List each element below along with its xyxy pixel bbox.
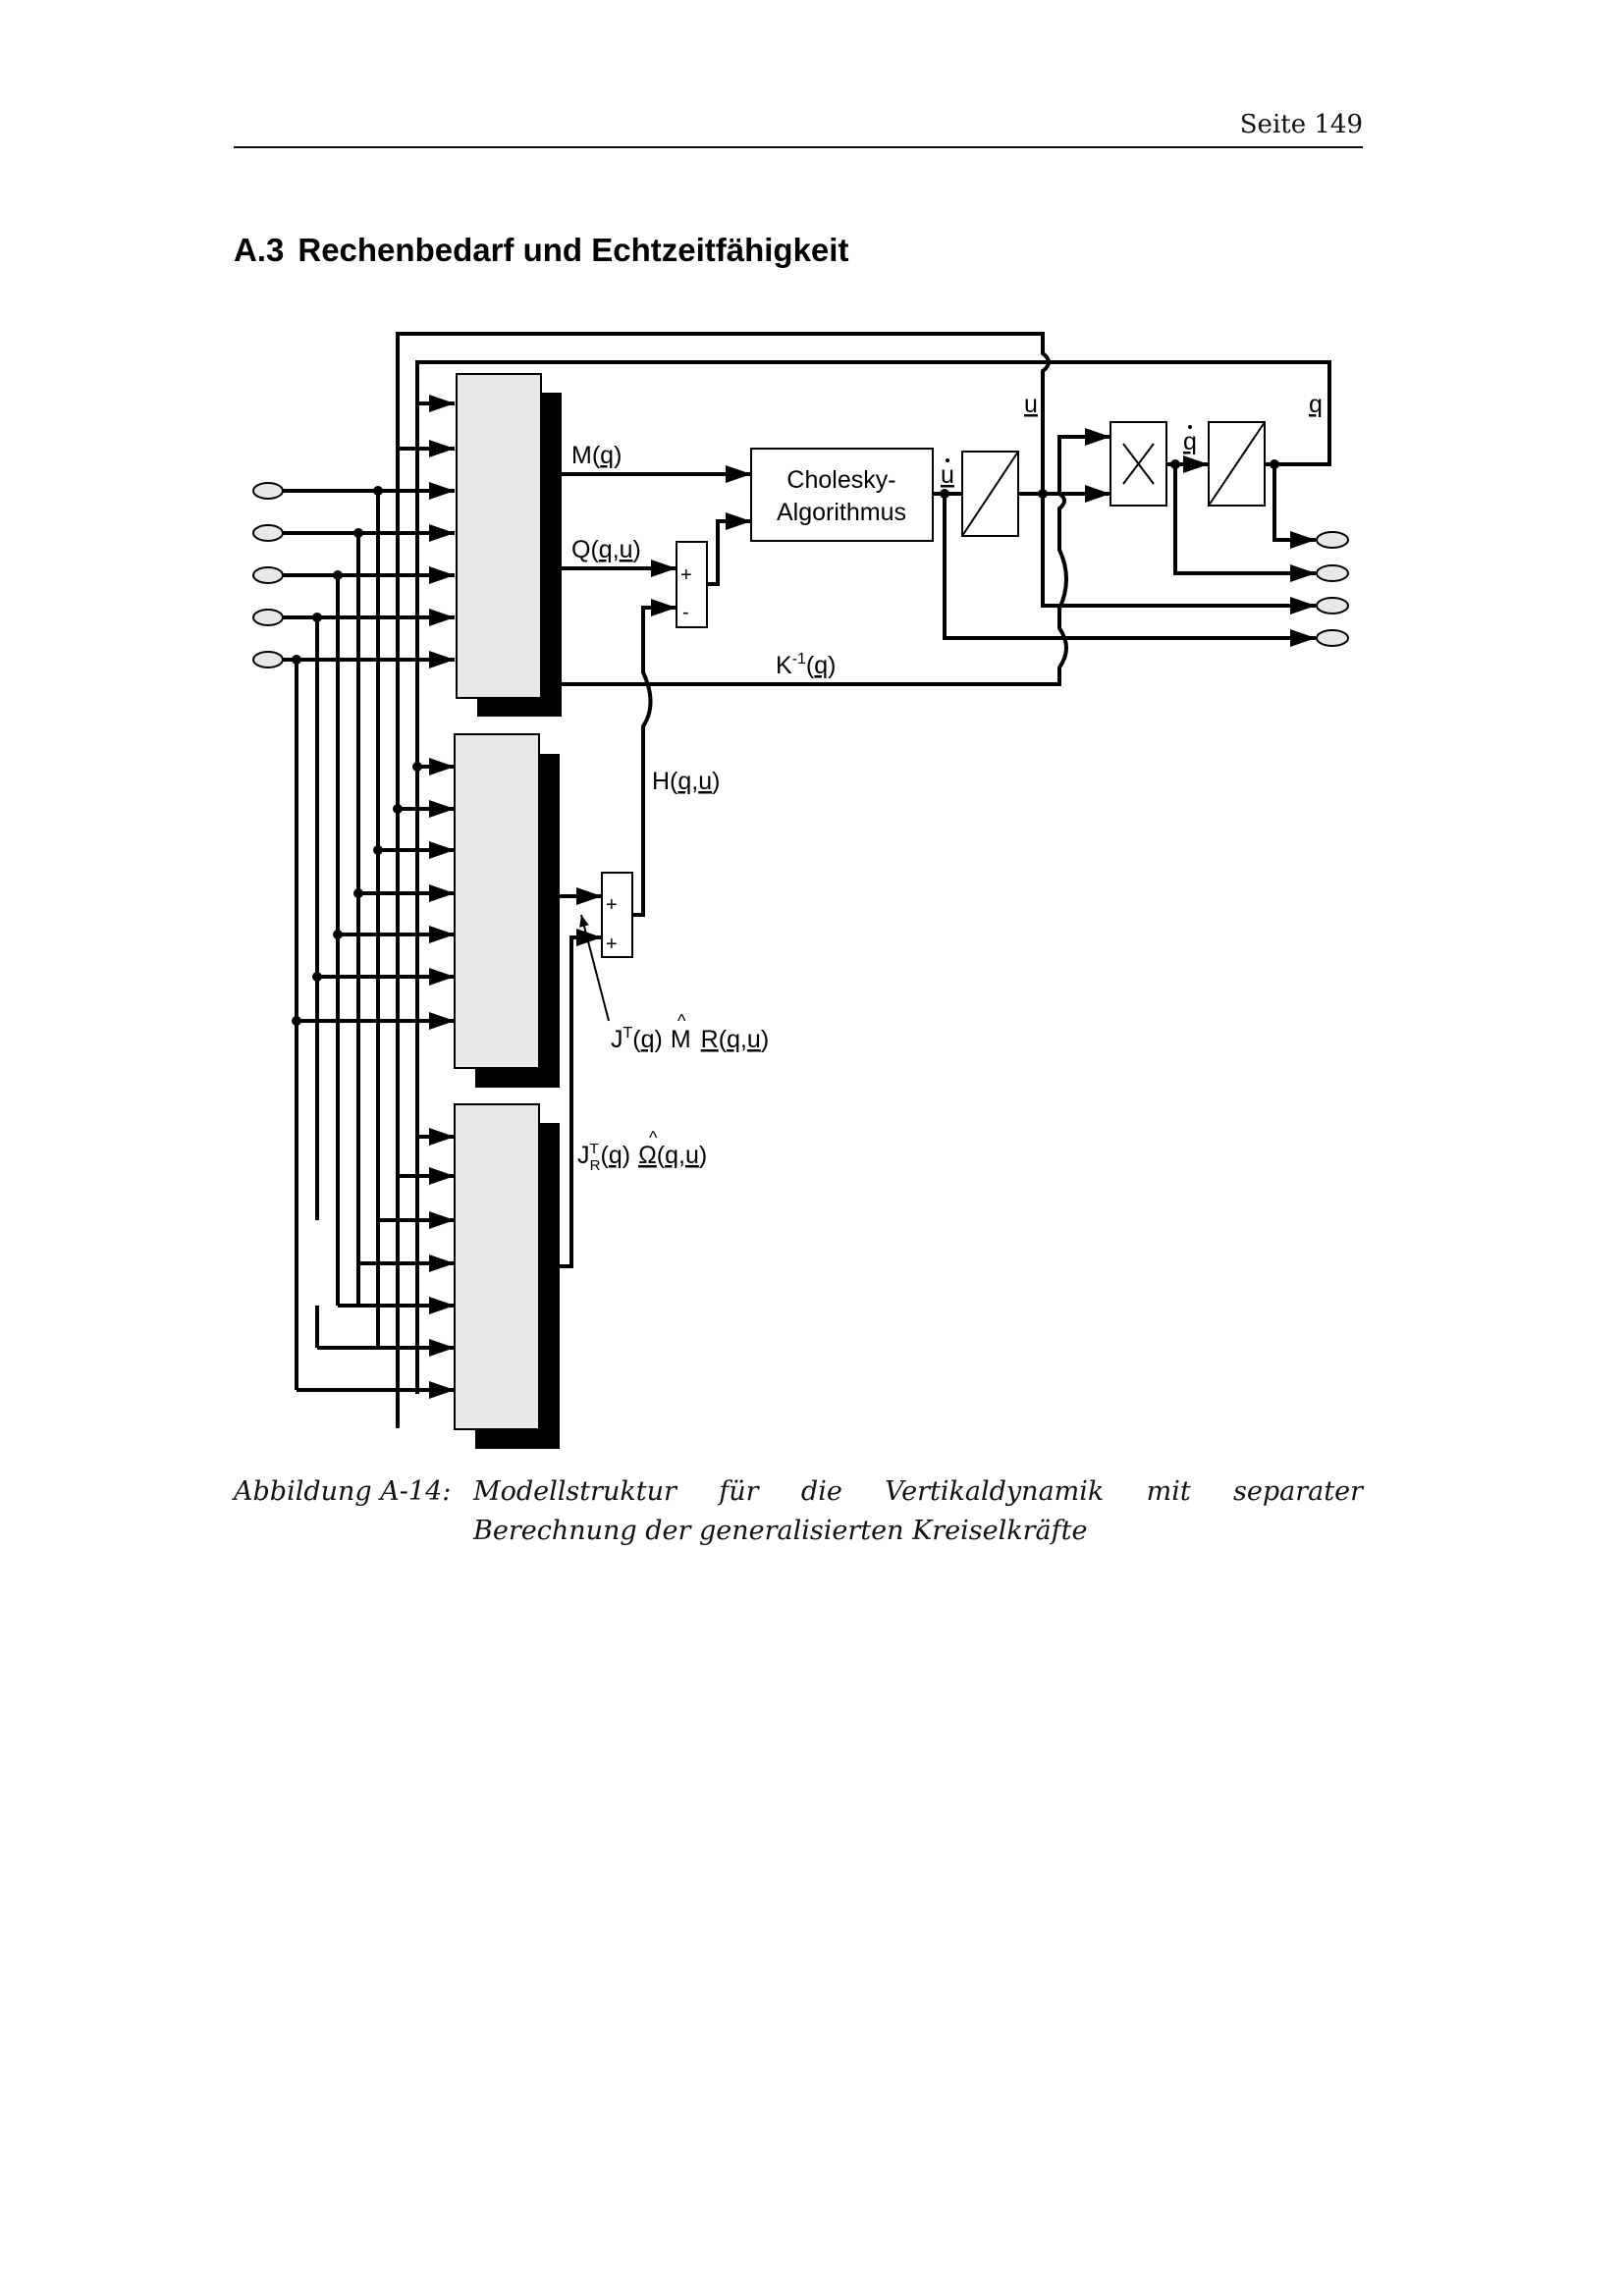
sum1-minus-sign: -	[682, 602, 689, 623]
q-feedback-line	[415, 360, 1331, 1394]
q-output-line	[1272, 464, 1316, 549]
u-label: u	[1024, 391, 1038, 418]
junction-dot	[292, 1016, 301, 1026]
block3	[454, 1103, 540, 1430]
u-dot-output-line	[943, 494, 1316, 647]
sum1-block	[676, 541, 708, 628]
cholesky-label-line2: Algorithmus	[777, 499, 906, 526]
junction-dot	[312, 972, 322, 982]
sum2-block	[601, 872, 633, 958]
multiply-icon	[1122, 443, 1155, 485]
figure-caption: Abbildung A-14: Modellstruktur für die V…	[234, 1472, 1363, 1551]
q-label: q	[1309, 391, 1323, 418]
output-port	[1316, 629, 1349, 647]
sum2-plus-sign-bottom: +	[606, 934, 618, 955]
input-port	[252, 566, 284, 584]
sum1-output-line	[707, 512, 751, 586]
input-port	[252, 524, 284, 542]
mass-matrix-label: M(q)	[571, 442, 622, 469]
k-inverse-label: K-1(q)	[776, 651, 836, 679]
q-dot-label: q	[1183, 428, 1197, 455]
junction-dot	[353, 888, 363, 898]
output-port	[1316, 531, 1349, 549]
block-diagram: + - + + Cholesky- Algorithmus M(q) Q(q,u…	[252, 332, 1349, 1449]
u-dot-label: u	[941, 461, 954, 489]
integrator-icon	[961, 451, 1019, 537]
block1	[456, 373, 542, 699]
sum1-plus-sign: +	[680, 564, 692, 586]
cholesky-block	[750, 448, 934, 542]
junction-dot	[393, 804, 403, 814]
q-force-label: Q(q,u)	[571, 536, 641, 563]
omega-hat-accent: ^	[649, 1128, 658, 1148]
u-feedback-line	[396, 332, 1051, 1428]
input-port	[252, 482, 284, 500]
u-dot-derivative-dot	[946, 458, 949, 462]
input-port	[252, 609, 284, 626]
integrator-icon	[1208, 421, 1266, 507]
k-inverse-line	[562, 428, 1110, 686]
page-number-header: Seite 149	[1239, 110, 1363, 139]
header-rule	[234, 146, 1363, 148]
input-port	[252, 651, 284, 668]
sum2-plus-sign-top: +	[606, 894, 618, 916]
junction-dot	[292, 655, 301, 665]
h-force-label: H(q,u)	[652, 768, 720, 795]
output-port	[1316, 564, 1349, 582]
block2	[454, 733, 540, 1069]
q-dot-derivative-dot	[1188, 425, 1192, 429]
u-output-line	[1041, 494, 1316, 614]
section-title-text: Rechenbedarf und Echtzeitfähigkeit	[298, 232, 849, 268]
figure-label: Abbildung A-14:	[234, 1476, 452, 1507]
junction-dot	[333, 930, 343, 939]
m-hat-accent: ^	[677, 1011, 686, 1031]
h-force-line	[631, 599, 677, 917]
junction-dot	[312, 613, 322, 622]
cholesky-label-line1: Cholesky-	[786, 466, 895, 494]
q-dot-output-line	[1173, 464, 1316, 582]
junction-dot	[373, 486, 383, 496]
junction-dot	[412, 762, 422, 772]
output-port	[1316, 597, 1349, 614]
junction-dots	[292, 459, 1279, 1026]
section-heading: A.3 Rechenbedarf und Echtzeitfähigkeit	[234, 232, 848, 269]
junction-dot	[333, 570, 343, 580]
label-pointer-arrow	[579, 914, 610, 1022]
junction-dot	[353, 528, 363, 538]
junction-dot	[373, 845, 383, 855]
section-number: A.3	[234, 232, 285, 268]
figure-caption-text: Modellstruktur für die Vertikaldynamik m…	[473, 1476, 1363, 1546]
block3-output-line	[560, 929, 602, 1268]
